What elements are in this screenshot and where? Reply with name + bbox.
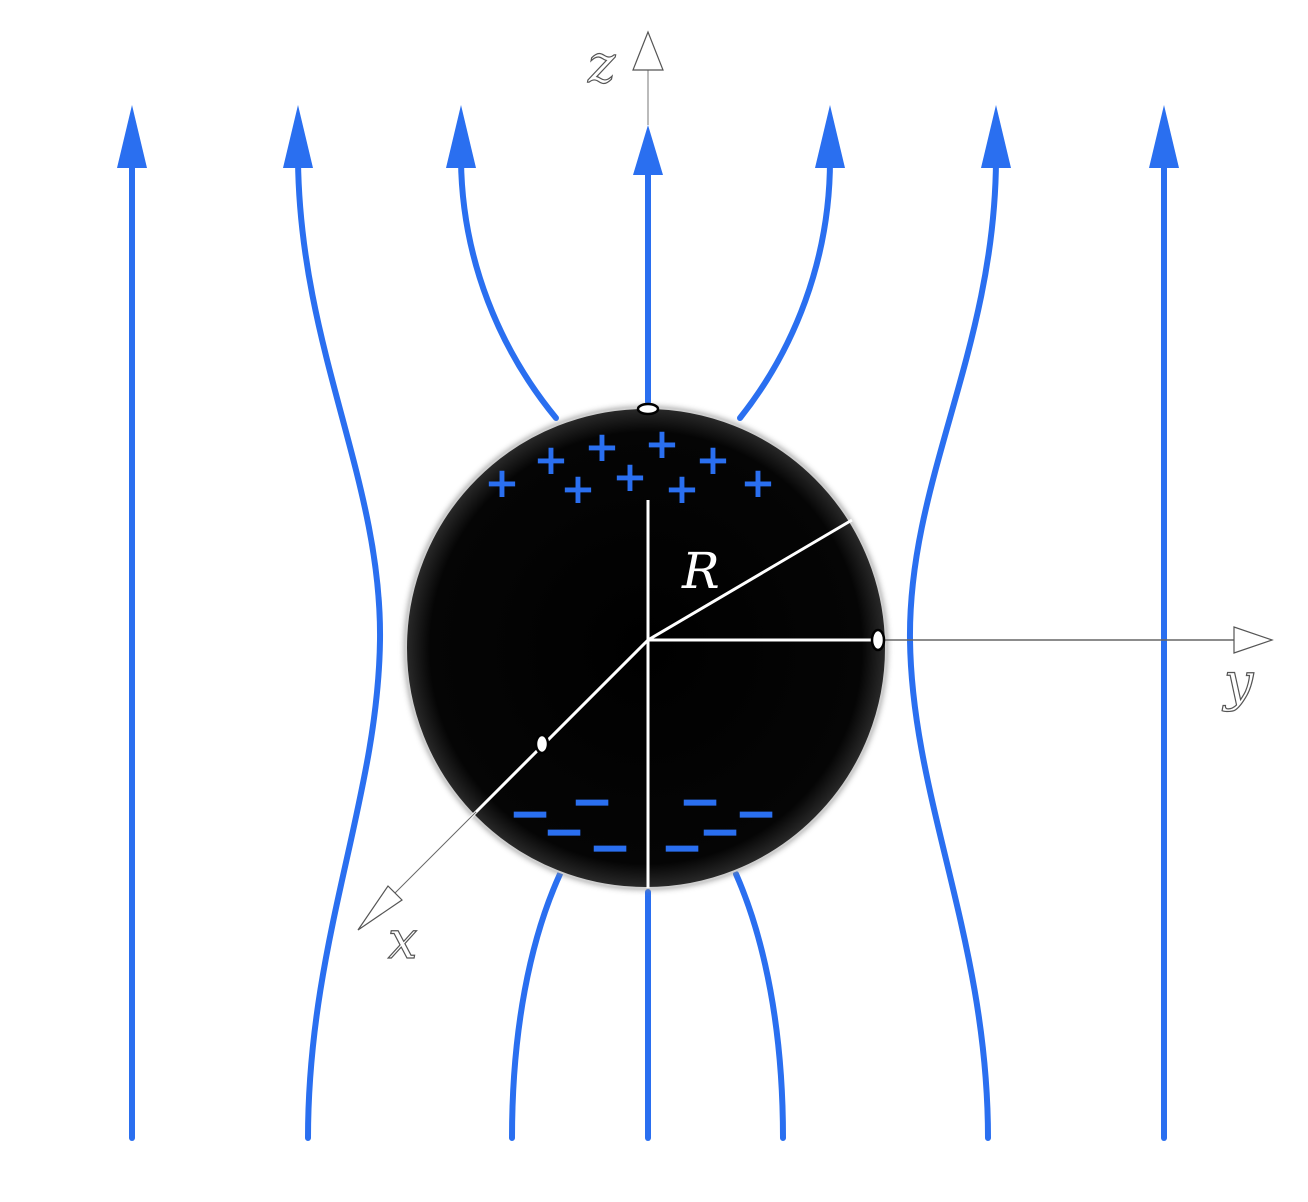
- y-axis: y: [882, 626, 1274, 714]
- z-axis: z: [586, 30, 664, 125]
- arrowhead-icon: [633, 125, 663, 175]
- field-line-inner-left-upper: [458, 157, 559, 421]
- positive-charges: + + + + + + + + + +: [484, 419, 775, 513]
- radius-line: [647, 518, 853, 642]
- positive-charge: +: [740, 458, 775, 507]
- z-axis-arrow-icon: [632, 30, 664, 71]
- marker-points: [534, 402, 886, 755]
- arrowhead-icon: [446, 105, 476, 168]
- x-axis-marker: [534, 733, 550, 755]
- negative-charge: −: [678, 772, 722, 832]
- x-axis-inner: [474, 638, 650, 814]
- positive-charge: +: [584, 422, 619, 471]
- field-line-left: [295, 157, 384, 1141]
- top-pole-marker: [636, 402, 660, 416]
- positive-charge: +: [644, 419, 679, 468]
- x-axis-arrow-icon: [357, 885, 403, 931]
- negative-charge: −: [570, 772, 614, 832]
- x-axis: x: [357, 810, 478, 972]
- arrowhead-icon: [117, 105, 147, 168]
- field-line-inner-left-lower: [509, 871, 563, 1141]
- y-axis-marker: [870, 628, 886, 652]
- arrowhead-icon: [283, 105, 313, 168]
- positive-charge: +: [533, 435, 568, 484]
- y-axis-arrow-icon: [1233, 626, 1274, 654]
- arrowhead-icon: [1149, 105, 1179, 168]
- negative-charge: −: [508, 784, 552, 844]
- x-axis-label: x: [388, 911, 417, 971]
- negative-charge: −: [734, 784, 778, 844]
- positive-charge: +: [612, 452, 647, 501]
- negative-charge: −: [660, 818, 704, 878]
- negative-charges: − − − − − − − −: [508, 772, 778, 878]
- field-line-inner-right-upper: [737, 157, 833, 421]
- negative-charge: −: [588, 818, 632, 878]
- field-arrowheads: [117, 105, 1179, 175]
- field-line-right: [906, 157, 999, 1141]
- negative-charge: −: [542, 802, 586, 862]
- negative-charge: −: [698, 802, 742, 862]
- positive-charge: +: [560, 464, 595, 513]
- radius-label: R: [681, 542, 720, 600]
- arrowhead-icon: [815, 105, 845, 168]
- positive-charge: +: [484, 458, 519, 507]
- positive-charge: +: [664, 464, 699, 513]
- inner-axes: [474, 500, 876, 888]
- z-axis-label: z: [587, 35, 616, 95]
- y-axis-label: y: [1222, 653, 1254, 713]
- field-line-inner-right-lower: [733, 871, 786, 1141]
- positive-charge: +: [695, 435, 730, 484]
- arrowhead-icon: [981, 105, 1011, 168]
